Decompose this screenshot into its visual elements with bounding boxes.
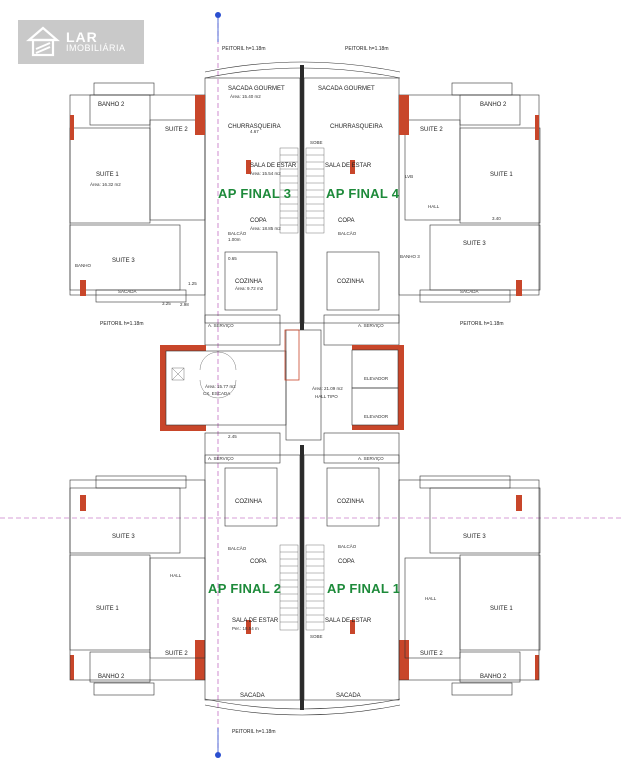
room-suite2-bottom-right: SUITE 2 <box>420 651 443 657</box>
dim-area-sacada: Área: 15.40 m2 <box>230 93 261 99</box>
dim-d4: 2.98 <box>180 302 189 307</box>
room-servico-right: A. SERVIÇO <box>358 323 384 328</box>
axis-bottom-dot <box>215 752 221 758</box>
room-suite1-bottom-left: SUITE 1 <box>96 606 119 612</box>
room-copa-left: COPA <box>250 218 267 224</box>
room-churrasqueira-right: CHURRASQUEIRA <box>330 124 383 130</box>
dim-d1: 4.67 <box>250 129 259 134</box>
room-lvb-right: LVB <box>405 174 413 179</box>
core-area-hall: Área: 21.09 m2 <box>312 385 343 391</box>
room-suite1-bottom-right: SUITE 1 <box>490 606 513 612</box>
room-sacada-bottom-left: SACADA <box>240 693 265 699</box>
peitoril-label-mid-left: PEITORIL h=1.18m <box>100 321 144 327</box>
room-banho3-right: BANHO 3 <box>400 254 420 259</box>
room-suite2-right: SUITE 2 <box>420 127 443 133</box>
room-banho-left: BANHO <box>75 263 92 268</box>
dim-d6: 3.25 <box>162 301 171 306</box>
room-sacada-right: SACADA <box>460 289 479 294</box>
room-hall-bottom-left: HALL <box>170 573 182 578</box>
dim-d8: 2.45 <box>228 434 237 439</box>
room-cozinha-left: COZINHA <box>235 279 262 285</box>
room-churrasqueira-left: CHURRASQUEIRA <box>228 124 281 130</box>
room-sacada-bottom-right: SACADA <box>336 693 361 699</box>
room-sala-estar-left: SALA DE ESTAR <box>250 163 297 169</box>
peitoril-label-top-left: PEITORIL h=1.18m <box>222 46 266 52</box>
room-banho2-left: BANHO 2 <box>98 102 125 108</box>
room-suite3-left: SUITE 3 <box>112 258 135 264</box>
room-copa-bottom-right: COPA <box>338 559 355 565</box>
room-sala-estar-right: SALA DE ESTAR <box>325 163 372 169</box>
label-sobe-top: SOBE <box>310 140 323 145</box>
upper-block <box>69 61 541 346</box>
room-balcao-bottom-right: BALCÃO <box>338 543 357 549</box>
ap-label-final-1: AP FINAL 1 <box>327 581 400 596</box>
logo-line1: LAR <box>66 28 98 45</box>
peitoril-label-mid-right: PEITORIL h=1.18m <box>460 321 504 327</box>
room-sacada-left: SACADA <box>118 289 137 294</box>
peitoril-label-top-right: PEITORIL h=1.18m <box>345 46 389 52</box>
room-balcao-left: BALCÃO <box>228 230 247 236</box>
room-suite1-left: SUITE 1 <box>96 172 119 178</box>
room-servico-left: A. SERVIÇO <box>208 323 234 328</box>
room-balcao-right: BALCÃO <box>338 230 357 236</box>
axis-top-dot <box>215 12 221 18</box>
room-sala-bottom-left: SALA DE ESTAR <box>232 618 279 624</box>
core <box>165 329 399 441</box>
dim-area-suite: Área: 16.32 m2 <box>90 181 121 187</box>
core-elevador-1: ELEVADOR <box>364 376 389 381</box>
dim-d5: 1.25 <box>188 281 197 286</box>
room-suite2-bottom-left: SUITE 2 <box>165 651 188 657</box>
room-suite3-bottom-right: SUITE 3 <box>463 534 486 540</box>
core-area-escada: Área: 15.77 m2 <box>205 383 236 389</box>
house-logo-icon <box>26 25 60 59</box>
core-hall-tipo: HALL TIPO <box>315 394 338 399</box>
room-sala-bottom-right: SALA DE ESTAR <box>325 618 372 624</box>
room-suite3-bottom-left: SUITE 3 <box>112 534 135 540</box>
red-pillars <box>70 95 539 680</box>
room-sacada-gourmet-right: SACADA GOURMET <box>318 86 375 92</box>
room-banho2-bottom-left: BANHO 2 <box>98 674 125 680</box>
logo: LAR IMOBILIÁRIA <box>18 20 144 64</box>
room-hall-bottom-right: HALL <box>425 596 437 601</box>
dim-area-sala: Área: 15.54 m2 <box>250 170 281 176</box>
dim-per-sala: Per.: 18.54 m <box>232 626 259 631</box>
dim-d3: 3.40 <box>492 216 501 221</box>
ap-label-final-3: AP FINAL 3 <box>218 186 291 201</box>
room-hall-right: HALL <box>428 204 440 209</box>
room-cozinha-bottom-left: COZINHA <box>235 499 262 505</box>
ap-label-final-4: AP FINAL 4 <box>326 186 400 201</box>
room-banho2-right: BANHO 2 <box>480 102 507 108</box>
upper-stairs <box>280 154 324 226</box>
room-suite3-right: SUITE 3 <box>463 241 486 247</box>
ap-label-final-2: AP FINAL 2 <box>208 581 281 596</box>
room-suite1-right: SUITE 1 <box>490 172 513 178</box>
room-cozinha-bottom-right: COZINHA <box>337 499 364 505</box>
dim-d7: 0.65 <box>228 256 237 261</box>
lower-stairs <box>280 551 324 623</box>
room-suite2-left: SUITE 2 <box>165 127 188 133</box>
logo-line2: IMOBILIÁRIA <box>66 42 126 53</box>
room-servico-bottom-left: A. SERVIÇO <box>208 456 234 461</box>
room-sacada-gourmet-left: SACADA GOURMET <box>228 86 285 92</box>
lower-block <box>69 432 541 716</box>
core-elevador-2: ELEVADOR <box>364 414 389 419</box>
core-escadaria: CX. ESCADA <box>203 391 230 396</box>
peitoril-label-bottom: PEITORIL h=1.18m <box>232 729 276 735</box>
dim-area-copa: Área: 18.85 m2 <box>250 225 281 231</box>
dim-d2: 1.00m <box>228 237 241 242</box>
room-copa-bottom-left: COPA <box>250 559 267 565</box>
room-banho2-bottom-right: BANHO 2 <box>480 674 507 680</box>
room-servico-bottom-right: A. SERVIÇO <box>358 456 384 461</box>
room-balcao-bottom-left: BALCÃO <box>228 545 247 551</box>
label-sobe-bottom: SOBE <box>310 634 323 639</box>
room-copa-right: COPA <box>338 218 355 224</box>
room-cozinha-right: COZINHA <box>337 279 364 285</box>
dim-area-coz: Área: 9.72 m2 <box>235 285 264 291</box>
